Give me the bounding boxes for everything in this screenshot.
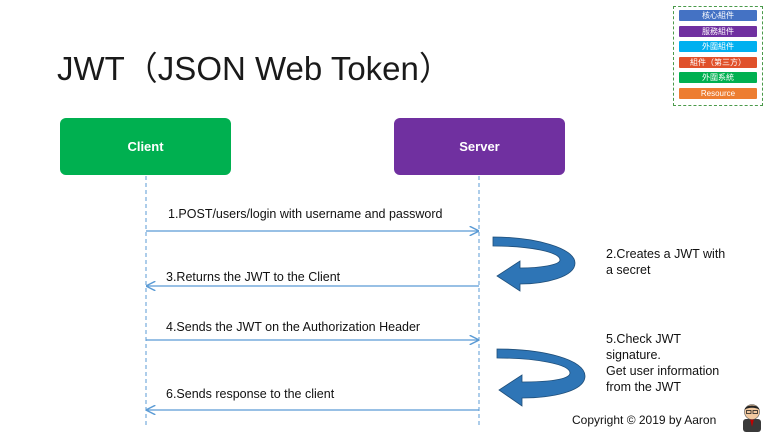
- message-step1: 1.POST/users/login with username and pas…: [168, 207, 443, 221]
- note-step2: 2.Creates a JWT with a secret: [606, 246, 725, 278]
- client-box: Client: [60, 118, 231, 175]
- legend-item: 核心組件: [679, 10, 757, 21]
- note-line: from the JWT: [606, 380, 682, 394]
- legend: 核心組件 服務組件 外圍組件 組件（第三方） 外圍系統 Resource: [673, 6, 763, 106]
- legend-item: Resource: [679, 87, 757, 99]
- copyright-text: Copyright © 2019 by Aaron: [572, 413, 717, 427]
- author-avatar-icon: [743, 404, 761, 432]
- page-title: JWT（JSON Web Token）: [57, 50, 452, 87]
- note-step5: 5.Check JWT signature. Get user informat…: [606, 331, 719, 395]
- note-line: signature.: [606, 348, 661, 362]
- message-step4: 4.Sends the JWT on the Authorization Hea…: [166, 320, 421, 334]
- legend-item: 組件（第三方）: [679, 56, 757, 68]
- legend-item: 外圍系統: [679, 72, 757, 83]
- legend-item: 外圍組件: [679, 41, 757, 52]
- note-line: Get user information: [606, 364, 720, 378]
- curved-arrow-step5: [496, 348, 586, 407]
- curved-arrow-step2: [492, 236, 576, 292]
- message-step6: 6.Sends response to the client: [166, 387, 335, 401]
- note-line: a secret: [606, 263, 651, 277]
- note-line: 5.Check JWT: [606, 332, 682, 346]
- message-step3: 3.Returns the JWT to the Client: [166, 270, 341, 284]
- server-box: Server: [394, 118, 565, 175]
- legend-item: 服務組件: [679, 25, 757, 37]
- note-line: 2.Creates a JWT with: [606, 247, 726, 261]
